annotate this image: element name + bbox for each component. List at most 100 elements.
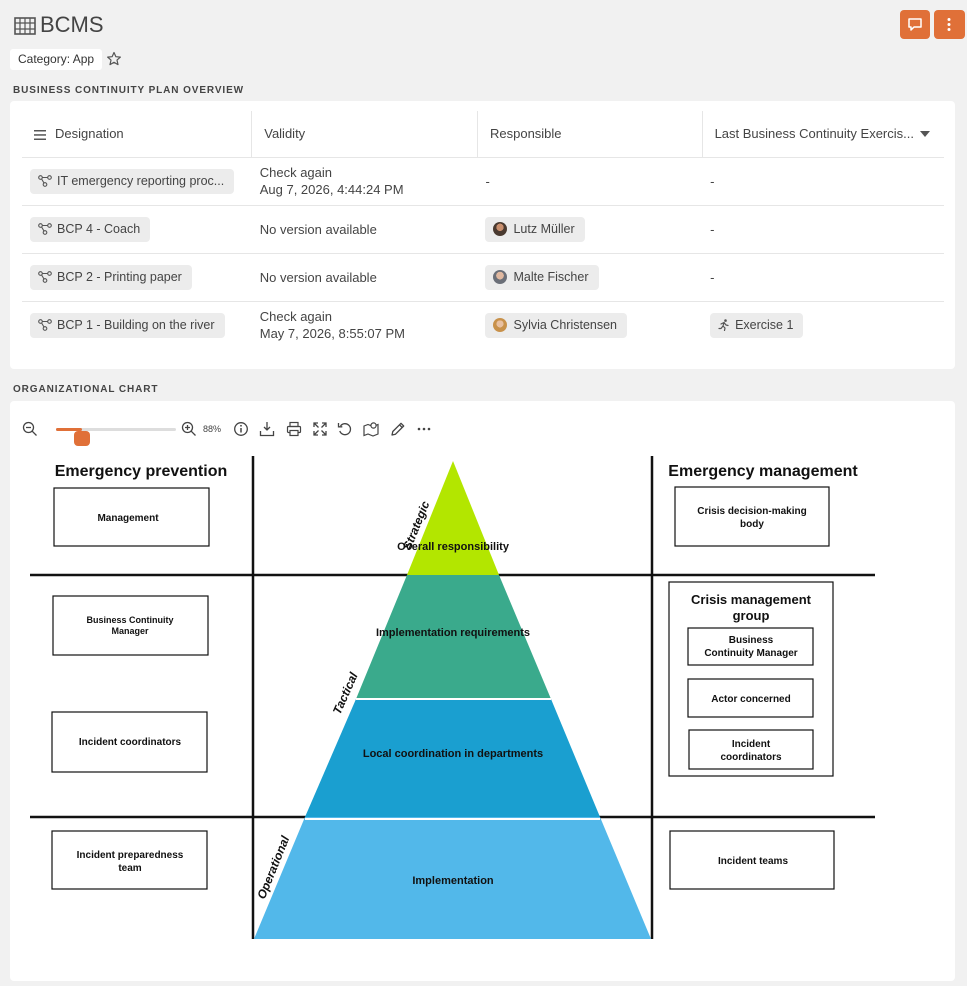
pyramid-level-strategic [407,461,499,575]
zoom-out-icon[interactable] [22,421,38,437]
avatar [493,222,508,236]
more-options-button[interactable] [934,10,965,39]
download-icon[interactable] [259,421,275,437]
person-chip[interactable]: Lutz Müller [485,216,585,242]
plan-link[interactable]: IT emergency reporting proc... [30,168,235,194]
undo-icon[interactable] [337,421,353,437]
zoom-slider-fill [56,428,83,431]
table-row[interactable]: BCP 1 - Building on the river Check agai… [22,301,944,349]
org-box-management[interactable] [53,487,210,547]
table-row[interactable]: BCP 2 - Printing paper No version availa… [22,253,944,302]
org-box-preparedness-team[interactable] [51,830,208,890]
plan-link[interactable]: BCP 2 - Printing paper [30,264,192,290]
plan-link[interactable]: BCP 1 - Building on the river [30,312,225,338]
running-person-icon [718,319,729,332]
org-chart-heading: ORGANIZATIONAL CHART [13,384,159,395]
person-name: Lutz Müller [513,222,575,236]
abacus-icon [14,17,36,35]
plan-name: BCP 1 - Building on the river [57,318,215,333]
org-box-actor-concerned[interactable] [687,678,814,718]
category-chip[interactable]: Category: App [10,49,103,70]
column-label: Designation [55,126,124,142]
plan-link[interactable]: BCP 4 - Coach [30,216,151,242]
avatar [493,318,508,333]
app-title: BCMS [40,12,104,37]
table-row[interactable]: BCP 4 - Coach No version available Lutz … [22,205,944,254]
org-box-label: Incident coordinators [79,737,182,748]
bcp-overview-heading: BUSINESS CONTINUITY PLAN OVERVIEW [13,85,245,96]
person-name: Malte Fischer [513,270,589,284]
validity-status: Check again [259,309,333,325]
filter-dropdown-icon[interactable] [920,131,930,137]
plan-name: IT emergency reporting proc... [57,174,225,188]
org-box-label: Management [97,513,159,524]
person-chip[interactable]: Sylvia Christensen [485,312,627,338]
more-horizontal-icon[interactable] [416,421,432,437]
validity-date: May 7, 2026, 8:55:07 PM [259,326,405,342]
left-heading: Emergency prevention [55,463,228,480]
process-icon [38,271,52,283]
org-diagram: Overall responsibility Implementation re… [30,456,875,939]
zoom-slider[interactable] [56,428,176,446]
more-vertical-icon [947,18,951,31]
plan-name: BCP 2 - Printing paper [57,270,182,284]
app-header: BCMS [12,10,965,44]
star-icon[interactable] [106,51,122,67]
column-header-validity[interactable]: Validity [251,111,478,158]
avatar [493,270,508,284]
bcp-table: Designation Validity Responsible Last Bu… [22,111,944,349]
zoom-in-icon[interactable] [181,421,197,437]
zoom-level: 88% [203,424,222,434]
pyramid-label: Implementation [412,875,494,887]
comment-icon [908,18,922,31]
pyramid-level-operational [254,817,651,939]
org-box-group-bcm[interactable] [687,627,814,666]
validity-status: Check again [259,165,333,180]
pyramid-label: Local coordination in departments [363,748,543,760]
menu-icon[interactable] [34,129,46,140]
pyramid-label: Implementation requirements [376,627,530,639]
exercise-name: Exercise 1 [735,318,794,333]
zoom-slider-thumb[interactable] [74,431,91,446]
org-box-bcm[interactable] [52,595,209,656]
column-label: Responsible [489,126,562,142]
pyramid-level-tactical-lower [305,699,600,817]
right-heading: Emergency management [668,463,858,480]
diagram-toolbar: 88% [22,419,442,446]
last-exercise-value: - [702,253,944,302]
comment-button[interactable] [900,10,930,39]
exercise-chip[interactable]: Exercise 1 [710,312,804,338]
plan-name: BCP 4 - Coach [57,222,141,236]
person-name: Sylvia Christensen [513,318,617,333]
pyramid-label: Overall responsibility [397,541,510,553]
info-icon[interactable] [233,421,249,437]
org-box-group-incident-coordinators[interactable] [688,729,814,770]
print-icon[interactable] [286,421,302,437]
pencil-icon[interactable] [390,421,406,437]
fullscreen-icon[interactable] [312,421,328,437]
column-header-responsible[interactable]: Responsible [476,111,703,158]
column-header-last-exercise[interactable]: Last Business Continuity Exercis... [701,111,944,158]
org-chart-card: 88% Overall responsibility Implementatio… [10,401,955,981]
map-icon[interactable] [363,421,380,437]
bcp-overview-card: Designation Validity Responsible Last Bu… [10,101,955,369]
table-row[interactable]: IT emergency reporting proc... Check aga… [22,157,944,206]
validity-status: No version available [251,205,478,254]
column-header-designation[interactable]: Designation [22,111,252,158]
org-box-incident-teams[interactable] [669,830,835,890]
org-box-incident-coordinators[interactable] [51,711,208,773]
process-icon [38,223,52,235]
pyramid-level-tactical-upper [356,575,551,699]
responsible-value: - [477,157,703,206]
validity-date: Aug 7, 2026, 4:44:24 PM [259,182,404,197]
validity-status: No version available [251,253,478,302]
org-box-crisis-decision-body[interactable] [674,486,830,547]
person-chip[interactable]: Malte Fischer [485,264,599,290]
last-exercise-value: - [702,157,944,206]
process-icon [38,175,52,187]
column-label: Last Business Continuity Exercis... [714,126,914,142]
